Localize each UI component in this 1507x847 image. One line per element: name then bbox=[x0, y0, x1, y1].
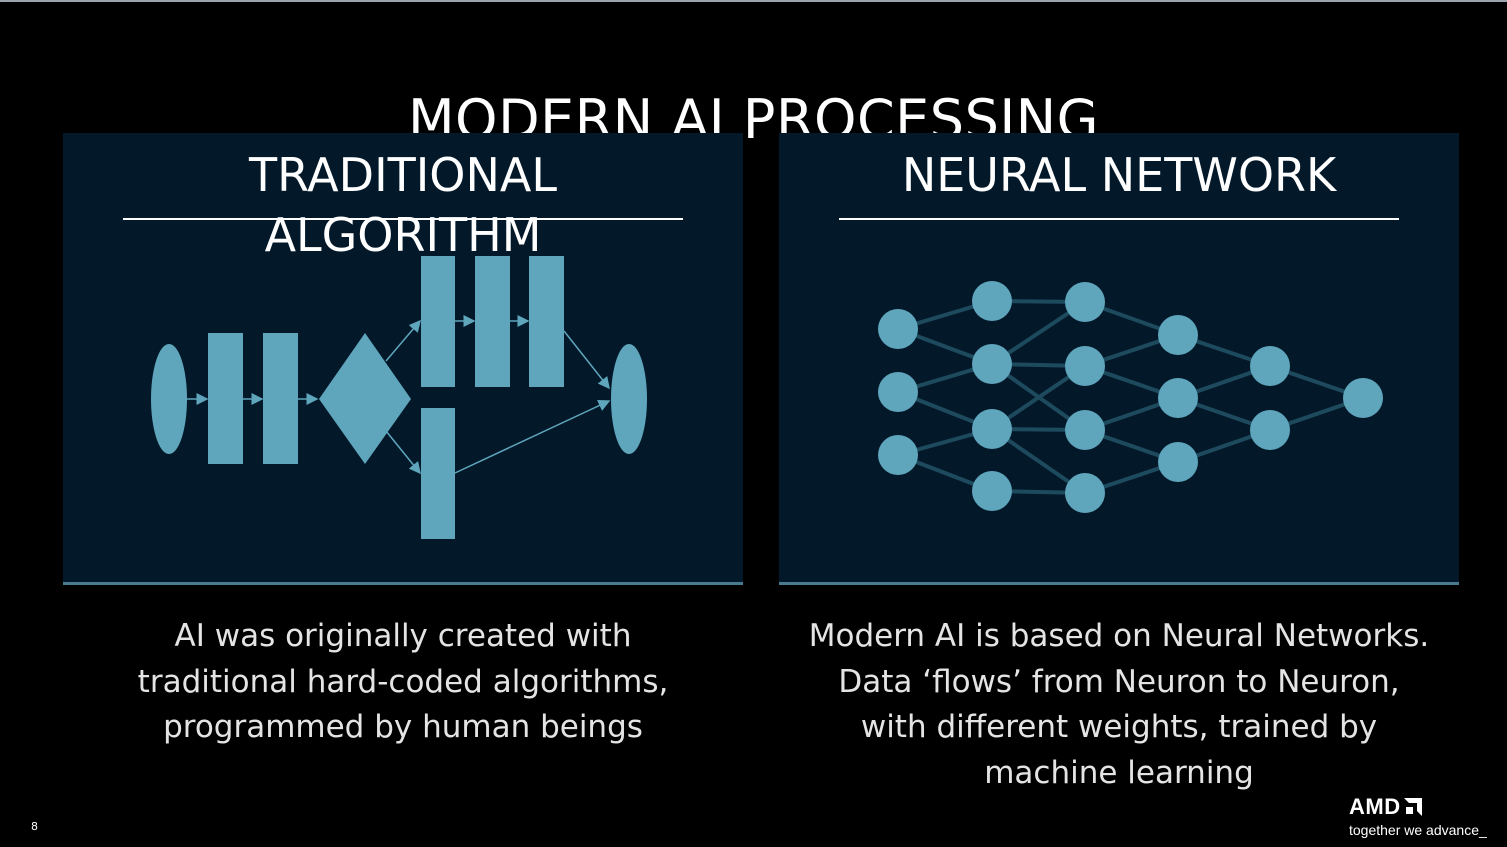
neuron bbox=[878, 435, 918, 475]
panel-title-neural: NEURAL NETWORK bbox=[901, 148, 1337, 202]
decision-node bbox=[319, 333, 411, 464]
amd-logo: AMD together we advance_ bbox=[1349, 794, 1499, 838]
process-step bbox=[263, 333, 298, 464]
amd-arrow-icon bbox=[1403, 798, 1422, 816]
neuron bbox=[972, 471, 1012, 511]
neuron bbox=[1065, 473, 1105, 513]
flow-arrow bbox=[563, 330, 610, 390]
process-step bbox=[475, 256, 510, 387]
end-terminal bbox=[611, 344, 647, 454]
process-step bbox=[529, 256, 564, 387]
traditional-algorithm-panel: TRADITIONAL ALGORITHM bbox=[63, 133, 743, 585]
logo-wordmark: AMD bbox=[1349, 794, 1401, 819]
neural-network-panel: NEURAL NETWORK bbox=[779, 133, 1459, 585]
panel-rule bbox=[123, 218, 683, 220]
neural-network-diagram bbox=[878, 281, 1383, 513]
page-number: 8 bbox=[31, 820, 38, 833]
neuron bbox=[1065, 282, 1105, 322]
neuron bbox=[972, 409, 1012, 449]
neuron bbox=[1158, 378, 1198, 418]
process-step bbox=[421, 408, 455, 539]
neuron bbox=[878, 309, 918, 349]
traditional-caption: AI was originally created with tradition… bbox=[137, 618, 669, 745]
top-rule bbox=[0, 0, 1507, 2]
panel-rule bbox=[839, 218, 1399, 220]
flow-arrow bbox=[385, 430, 421, 475]
neuron bbox=[1343, 378, 1383, 418]
neuron bbox=[1065, 346, 1105, 386]
neuron bbox=[972, 344, 1012, 384]
neuron bbox=[1250, 410, 1290, 450]
logo-tagline: together we advance_ bbox=[1349, 822, 1487, 838]
panel-bottom-bar bbox=[779, 582, 1459, 585]
neuron bbox=[1065, 410, 1105, 450]
flowchart-diagram bbox=[151, 256, 647, 539]
flow-arrow bbox=[454, 400, 611, 474]
panel-bottom-bar bbox=[63, 582, 743, 585]
neural-caption: Modern AI is based on Neural Networks. D… bbox=[808, 618, 1430, 791]
process-step bbox=[421, 256, 455, 387]
neuron bbox=[1158, 442, 1198, 482]
neuron bbox=[972, 281, 1012, 321]
neuron bbox=[878, 372, 918, 412]
start-terminal bbox=[151, 344, 187, 454]
flow-arrow bbox=[385, 319, 421, 362]
panel-title-traditional: TRADITIONAL ALGORITHM bbox=[248, 148, 558, 262]
neuron bbox=[1250, 346, 1290, 386]
process-step bbox=[208, 333, 243, 464]
neuron bbox=[1158, 315, 1198, 355]
